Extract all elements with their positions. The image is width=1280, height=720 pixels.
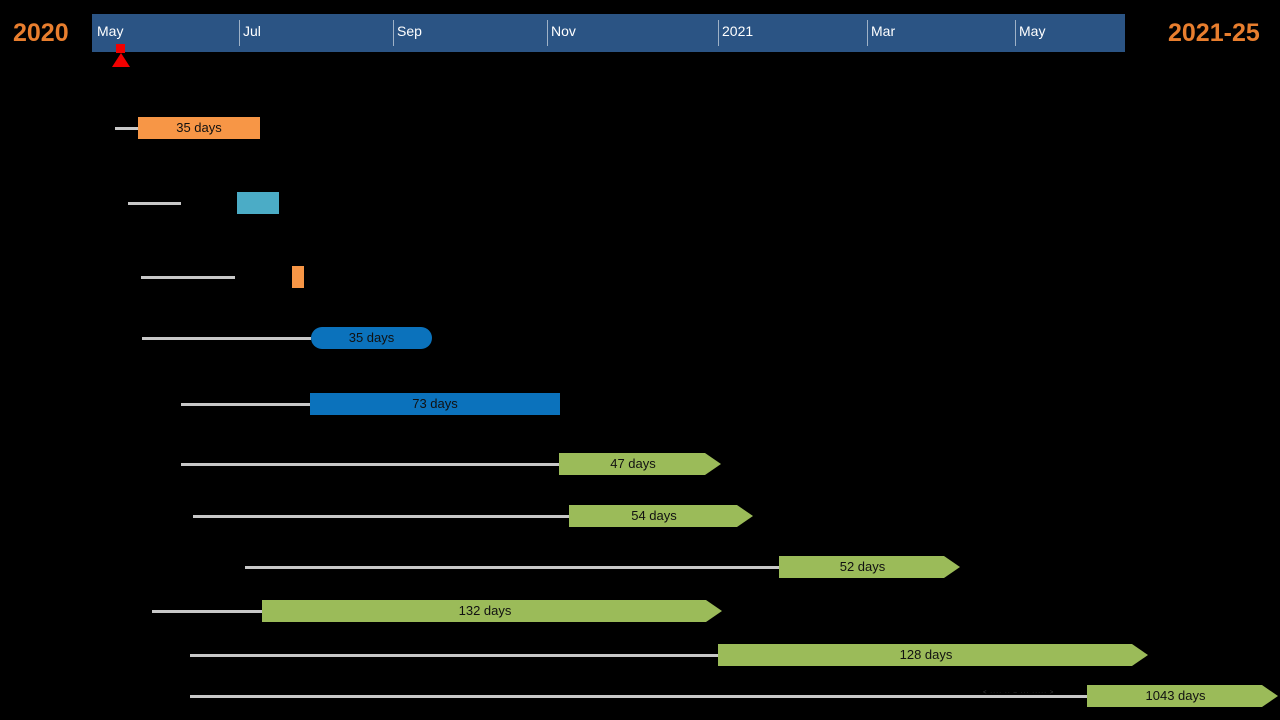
duration-label: 1043 days <box>1145 688 1206 703</box>
duration-label: 128 days <box>899 647 953 662</box>
leader-line <box>181 463 559 466</box>
leader-line <box>190 654 718 657</box>
month-tick <box>1015 20 1016 46</box>
leader-line <box>245 566 779 569</box>
task-bar: 35 days <box>138 117 260 139</box>
task-bar: 52 days <box>779 556 960 578</box>
task-bar <box>237 192 279 214</box>
timeline-header-band: May Jul Sep Nov 2021 Mar May <box>92 14 1125 52</box>
duration-label: 73 days <box>412 396 458 411</box>
month-label: Jul <box>243 23 261 39</box>
leader-line <box>181 403 310 406</box>
month-label: 2021 <box>722 23 754 39</box>
month-tick <box>718 20 719 46</box>
duration-label: 132 days <box>458 603 512 618</box>
leader-line <box>128 202 181 205</box>
leader-line <box>152 610 262 613</box>
month-tick <box>867 20 868 46</box>
duration-label: 35 days <box>348 330 395 345</box>
leader-line <box>141 276 235 279</box>
duration-label: 54 days <box>631 508 677 523</box>
leader-line <box>190 695 1087 698</box>
month-tick <box>393 20 394 46</box>
today-marker-icon <box>116 44 125 53</box>
today-marker-arrow-icon <box>112 53 130 67</box>
month-label: Mar <box>871 23 896 39</box>
task-bar: 35 days <box>311 327 432 349</box>
leader-line <box>115 127 138 130</box>
overflow-date-note: < ···· ·· – ··· ····· > <box>983 690 1055 696</box>
month-tick <box>239 20 240 46</box>
leader-line <box>193 515 569 518</box>
task-bar: 47 days <box>559 453 721 475</box>
month-label: May <box>1019 23 1046 39</box>
task-bar: 1043 days <box>1087 685 1278 707</box>
task-bar: 54 days <box>569 505 753 527</box>
task-bar: 132 days <box>262 600 722 622</box>
task-bar <box>292 266 304 288</box>
duration-label: 47 days <box>610 456 656 471</box>
month-label: May <box>97 23 124 39</box>
month-tick <box>547 20 548 46</box>
duration-label: 35 days <box>176 120 222 135</box>
right-year-label: 2021-25 <box>1168 19 1260 47</box>
leader-line <box>142 337 311 340</box>
left-year-label: 2020 <box>13 19 69 47</box>
duration-label: 52 days <box>839 559 886 574</box>
task-bar: 128 days <box>718 644 1148 666</box>
month-label: Nov <box>551 23 576 39</box>
month-label: Sep <box>397 23 422 39</box>
task-bar: 73 days <box>310 393 560 415</box>
